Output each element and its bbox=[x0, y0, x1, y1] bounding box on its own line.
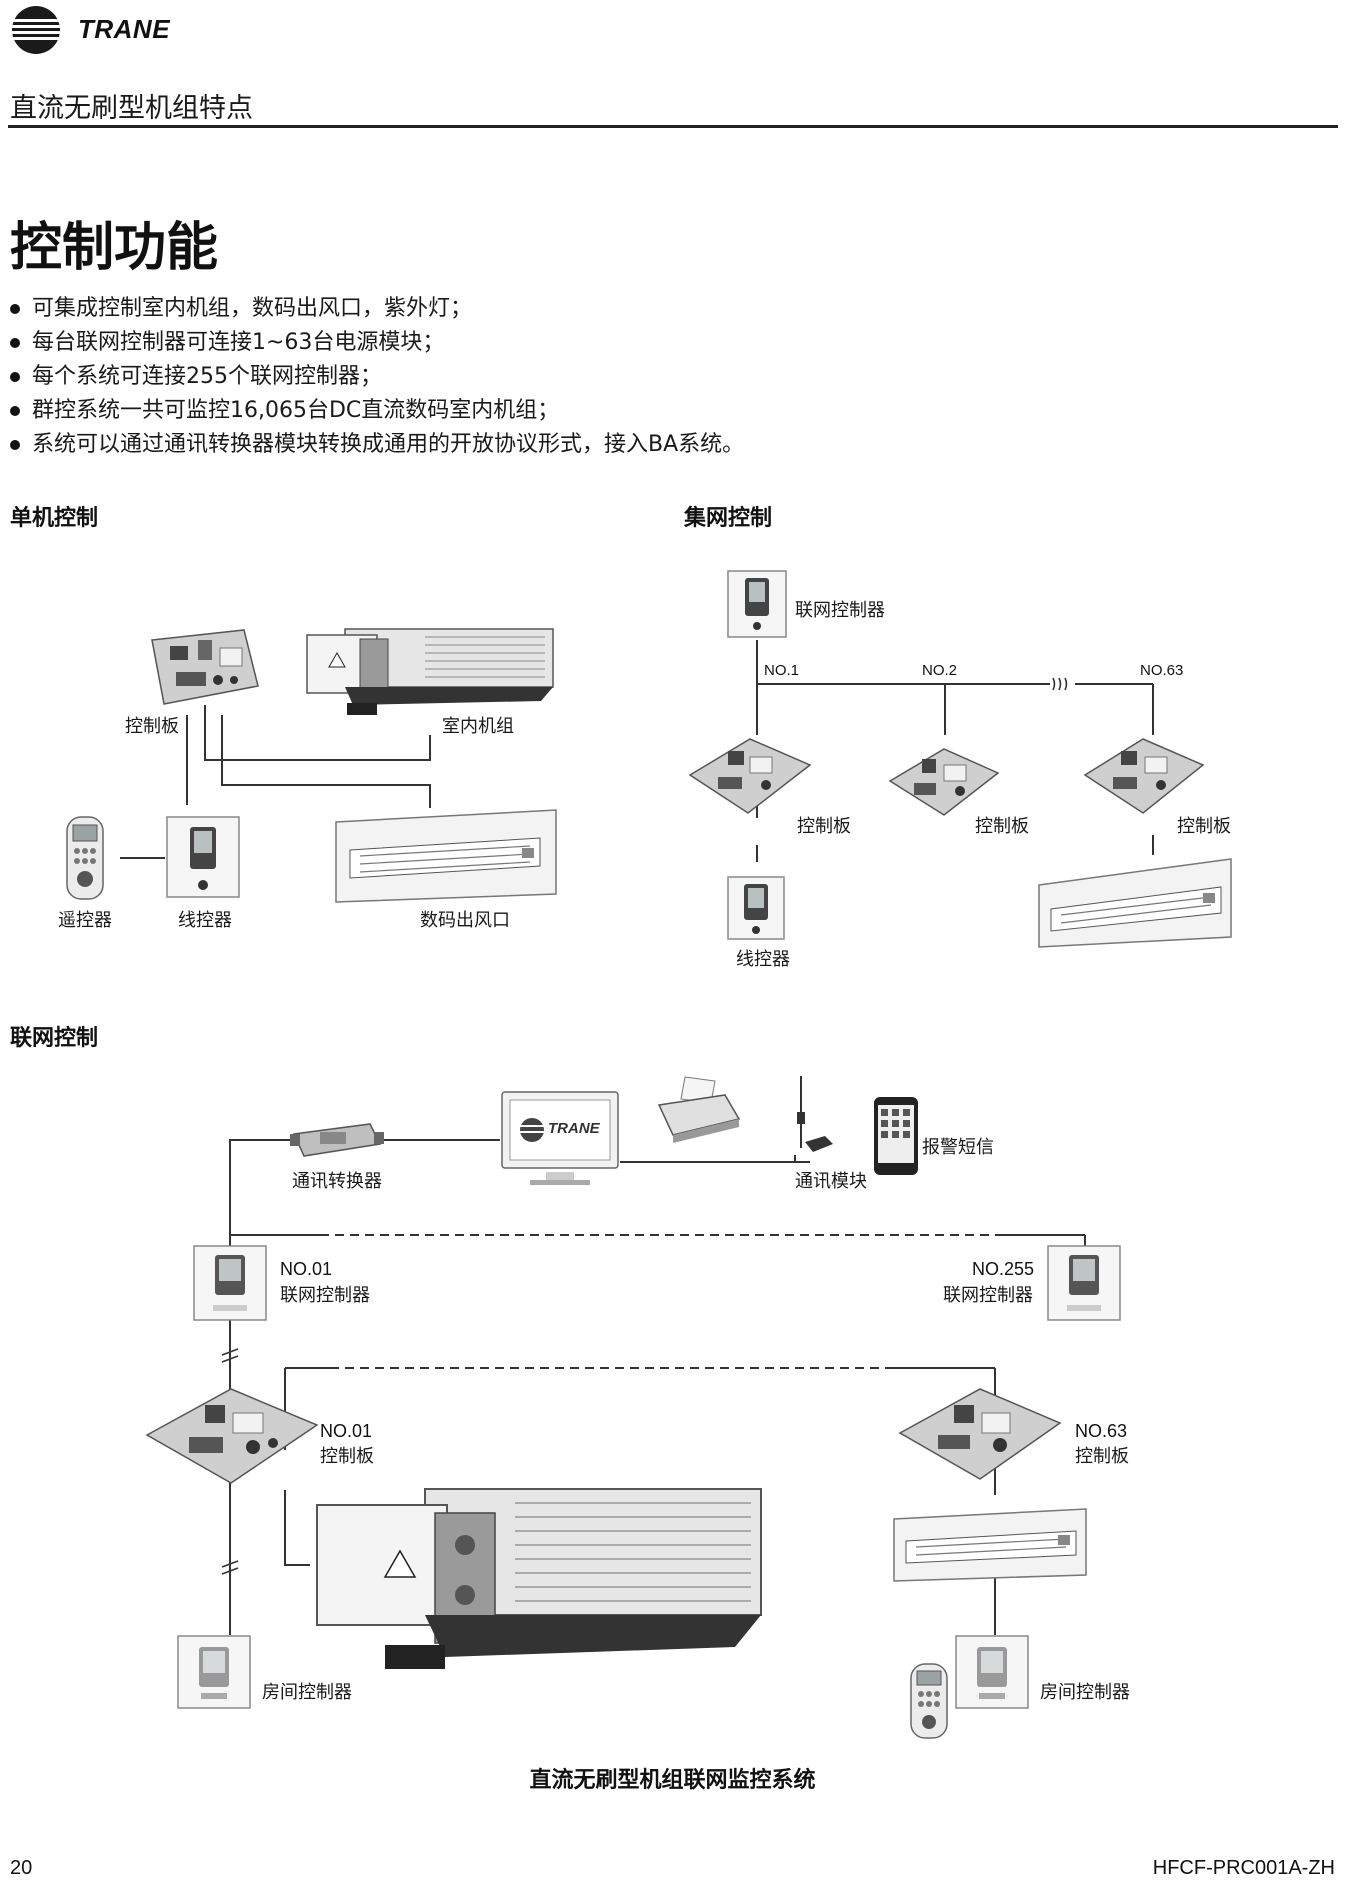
feature-text: 群控系统一共可监控16,065台DC直流数码室内机组； bbox=[32, 398, 560, 423]
label-nc-right-no: NO.255 bbox=[972, 1259, 1035, 1279]
network-control-title: 联网控制 bbox=[10, 1026, 99, 1051]
room-controller-icon bbox=[177, 1635, 251, 1709]
label-nc-left: 联网控制器 bbox=[280, 1285, 370, 1306]
digital-outlet-icon bbox=[893, 1508, 1087, 1582]
room-controller-icon bbox=[955, 1635, 1029, 1709]
network-controller-icon bbox=[1047, 1245, 1121, 1321]
bullet-icon bbox=[10, 372, 20, 382]
document-code: HFCF-PRC001A-ZH bbox=[1152, 1857, 1335, 1879]
feature-item: 系统可以通过通讯转换器模块转换成通用的开放协议形式，接入BA系统。 bbox=[10, 428, 744, 462]
label-group-wired-controller: 线控器 bbox=[736, 949, 790, 970]
feature-text: 可集成控制室内机组，数码出风口，紫外灯； bbox=[32, 296, 473, 321]
node-no-63: NO.63 bbox=[1140, 662, 1184, 679]
comm-converter-icon bbox=[290, 1123, 384, 1157]
bullet-icon bbox=[10, 440, 20, 450]
label-comm-module: 通讯模块 bbox=[795, 1171, 867, 1192]
label-cb-right: 控制板 bbox=[1075, 1446, 1129, 1467]
label-digital-outlet: 数码出风口 bbox=[420, 910, 510, 931]
label-cb-left-no: NO.01 bbox=[320, 1421, 373, 1441]
feature-item: 群控系统一共可监控16,065台DC直流数码室内机组； bbox=[10, 394, 744, 428]
control-board-icon bbox=[151, 629, 259, 705]
remote-control-icon bbox=[910, 1663, 948, 1739]
label-control-board-3: 控制板 bbox=[1177, 816, 1231, 837]
bullet-icon bbox=[10, 338, 20, 348]
network-controller-icon bbox=[727, 570, 787, 638]
trane-logo-icon bbox=[12, 6, 60, 54]
page-title: 控制功能 bbox=[10, 218, 219, 278]
label-remote: 遥控器 bbox=[58, 910, 112, 931]
trane-logo bbox=[8, 5, 208, 55]
control-board-icon bbox=[1083, 738, 1205, 814]
indoor-unit-icon bbox=[316, 1488, 762, 1669]
header-divider bbox=[8, 125, 1338, 128]
label-nc-right: 联网控制器 bbox=[943, 1285, 1033, 1306]
label-alarm-sms: 报警短信 bbox=[922, 1137, 994, 1158]
network-controller-icon bbox=[193, 1245, 267, 1321]
control-board-icon bbox=[145, 1388, 319, 1484]
printer-icon bbox=[657, 1076, 741, 1143]
feature-item: 每台联网控制器可连接1~63台电源模块； bbox=[10, 326, 744, 360]
label-cb-right-no: NO.63 bbox=[1075, 1421, 1128, 1441]
label-comm-converter: 通讯转换器 bbox=[292, 1171, 382, 1192]
control-board-icon bbox=[688, 738, 812, 814]
control-board-icon bbox=[888, 748, 1000, 816]
label-control-board-1: 控制板 bbox=[797, 816, 851, 837]
brand-name: TRANE bbox=[78, 14, 171, 44]
node-no-2: NO.2 bbox=[922, 662, 958, 679]
comm-module-icon bbox=[797, 1076, 833, 1152]
label-room-controller-left: 房间控制器 bbox=[262, 1682, 352, 1703]
label-wired-controller: 线控器 bbox=[178, 910, 232, 931]
feature-list: 可集成控制室内机组，数码出风口，紫外灯； 每台联网控制器可连接1~63台电源模块… bbox=[10, 292, 744, 462]
label-network-controller: 联网控制器 bbox=[795, 600, 885, 621]
digital-outlet-icon bbox=[335, 809, 557, 903]
bullet-icon bbox=[10, 304, 20, 314]
label-nc-left-no: NO.01 bbox=[280, 1259, 333, 1279]
wired-controller-icon bbox=[166, 816, 240, 898]
indoor-unit-icon bbox=[306, 628, 554, 715]
page-number: 20 bbox=[10, 1857, 33, 1879]
label-control-board-2: 控制板 bbox=[975, 816, 1029, 837]
wired-controller-icon bbox=[727, 876, 785, 940]
monitor-icon bbox=[501, 1091, 619, 1185]
figure-caption: 直流无刷型机组联网监控系统 bbox=[529, 1768, 816, 1793]
label-indoor-unit: 室内机组 bbox=[442, 716, 514, 737]
remote-control-icon bbox=[66, 816, 104, 900]
digital-outlet-icon bbox=[1038, 858, 1232, 948]
group-control-title: 集网控制 bbox=[684, 506, 773, 531]
control-board-icon bbox=[898, 1388, 1062, 1480]
feature-text: 每个系统可连接255个联网控制器； bbox=[32, 364, 382, 389]
feature-item: 可集成控制室内机组，数码出风口，紫外灯； bbox=[10, 292, 744, 326]
label-room-controller-right: 房间控制器 bbox=[1040, 1682, 1130, 1703]
feature-item: 每个系统可连接255个联网控制器； bbox=[10, 360, 744, 394]
single-control-title: 单机控制 bbox=[10, 506, 99, 531]
section-title: 直流无刷型机组特点 bbox=[10, 93, 253, 124]
node-no-1: NO.1 bbox=[764, 662, 800, 679]
mobile-phone-icon bbox=[874, 1097, 918, 1175]
monitor-brand: TRANE bbox=[548, 1120, 600, 1137]
label-control-board: 控制板 bbox=[125, 716, 179, 737]
label-cb-left: 控制板 bbox=[320, 1446, 374, 1467]
feature-text: 每台联网控制器可连接1~63台电源模块； bbox=[32, 330, 445, 355]
feature-text: 系统可以通过通讯转换器模块转换成通用的开放协议形式，接入BA系统。 bbox=[32, 432, 745, 457]
bullet-icon bbox=[10, 406, 20, 416]
